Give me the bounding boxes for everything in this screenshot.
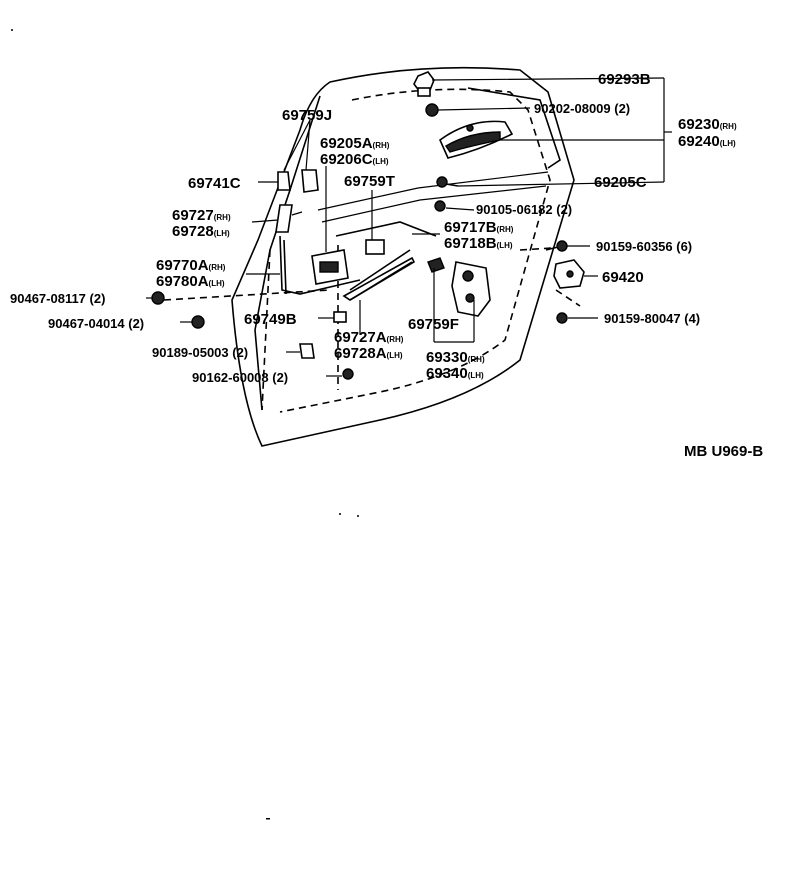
label-90467-08117: 90467-08117 (2) [10, 291, 105, 306]
label-69230: 69230(RH) [678, 116, 737, 133]
label-69330: 69330(RH) [426, 349, 485, 366]
part-labels: 69293B 90202-08009 (2) 69230(RH) 69240(L… [10, 71, 763, 460]
lock-rods [279, 221, 437, 301]
screw-90159-80047 [556, 312, 568, 324]
label-90202-08009: 90202-08009 (2) [534, 101, 630, 116]
label-69770A: 69770A(RH) [156, 257, 226, 274]
label-69759F: 69759F [408, 316, 459, 333]
label-90189-05003: 90189-05003 (2) [152, 345, 248, 360]
leader-lines [146, 77, 672, 377]
clip-69293B [413, 71, 435, 97]
clip-69759J [277, 169, 319, 193]
label-69759J: 69759J [282, 107, 332, 124]
nut-90202 [425, 103, 439, 117]
label-69206C: 69206C(LH) [320, 151, 389, 168]
clip-69759T [365, 239, 385, 255]
label-69240: 69240(LH) [678, 133, 736, 150]
bolt-69205C [436, 176, 459, 188]
door-lock-assy [427, 257, 491, 317]
striker-69420 [553, 259, 585, 289]
label-90162-60008: 90162-60008 (2) [192, 370, 288, 385]
label-69749B: 69749B [244, 311, 297, 328]
label-69420: 69420 [602, 269, 644, 286]
diagram-code: MB U969-B [684, 443, 763, 460]
label-69741C: 69741C [188, 175, 241, 192]
clip-90162 [342, 368, 354, 380]
label-90105-06182: 90105-06182 (2) [476, 202, 572, 217]
door-outline [231, 66, 575, 447]
clip-90189 [299, 343, 315, 359]
label-69293B: 69293B [598, 71, 651, 88]
label-69780A: 69780A(LH) [156, 273, 225, 290]
label-69728: 69728(LH) [172, 223, 230, 240]
bolt-90105 [434, 200, 446, 212]
inside-handle [311, 249, 349, 285]
label-69205A: 69205A(RH) [320, 135, 390, 152]
label-90467-04014: 90467-04014 (2) [48, 316, 144, 331]
clip-90467-04014 [191, 315, 205, 329]
scan-specks [11, 29, 359, 820]
clip-69749B [333, 311, 347, 323]
label-69718B: 69718B(LH) [444, 235, 513, 252]
label-69340: 69340(LH) [426, 365, 484, 382]
label-69728A: 69728A(LH) [334, 345, 403, 362]
label-69727A: 69727A(RH) [334, 329, 404, 346]
label-69205C: 69205C [594, 174, 647, 191]
label-69759T: 69759T [344, 173, 395, 190]
screw-90159-60356 [545, 240, 568, 252]
connector-69727 [275, 204, 303, 233]
label-90159-80047: 90159-80047 (4) [604, 311, 700, 326]
label-90159-60356: 90159-60356 (6) [596, 239, 692, 254]
clip-90467-08117 [151, 291, 165, 305]
label-69727: 69727(RH) [172, 207, 231, 224]
label-69717B: 69717B(RH) [444, 219, 514, 236]
